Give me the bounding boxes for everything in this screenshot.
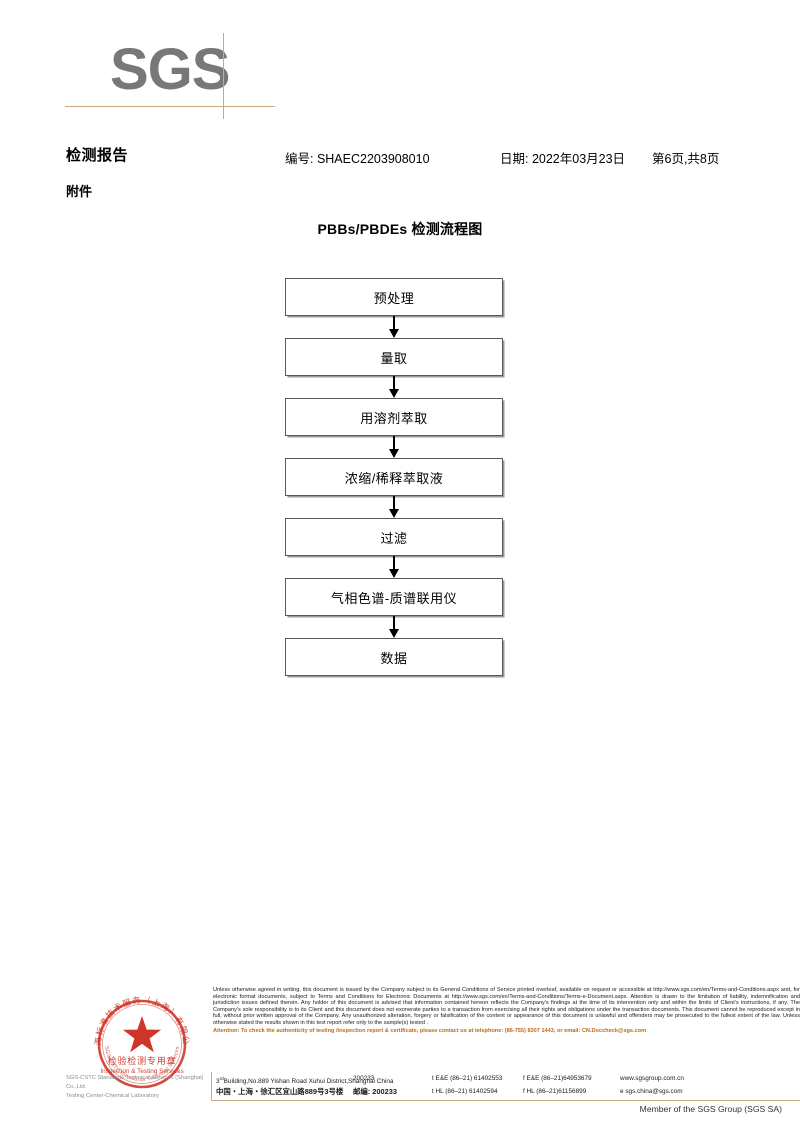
flow-step-label: 量取	[380, 350, 408, 366]
address-cn: 中国・上海・徐汇区宜山路889号3号楼	[216, 1086, 344, 1096]
telephone-cn-2: f HL (86–21)61156899	[523, 1087, 587, 1095]
flow-step-4: 浓缩/稀释萃取液	[285, 458, 503, 496]
legal-paragraph: Unless otherwise agreed in writing, this…	[213, 987, 800, 1026]
address-ordinal-suffix: rd	[219, 1076, 224, 1081]
arrow-head-icon	[389, 629, 399, 638]
flow-step-3: 用溶剂萃取	[285, 398, 503, 436]
logo-vertical-rule	[223, 33, 224, 119]
flow-arrow-5	[285, 556, 503, 578]
flow-step-label: 浓缩/稀释萃取液	[344, 470, 444, 486]
flow-step-1: 预处理	[285, 278, 503, 316]
flow-step-label: 过滤	[380, 530, 408, 546]
telephone-en-2: f E&E (86–21)64953679	[523, 1075, 592, 1082]
flow-step-7: 数据	[285, 638, 503, 676]
page-number: 第6页,共8页	[652, 152, 720, 166]
address-row-cn: 中国・上海・徐汇区宜山路889号3号楼 邮编: 200233 t HL (86–…	[216, 1086, 800, 1099]
footer-horizontal-rule	[211, 1100, 800, 1102]
sgs-group-member-note: Member of the SGS Group (SGS SA)	[639, 1104, 782, 1114]
official-seal-stamp: 上海标准技术服务（上海）有限公司 SGS-CSTC Standards Tech…	[88, 990, 196, 1098]
address-en-text: Building,No.889 Yishan Road Xuhui Distri…	[223, 1078, 394, 1086]
address-en: 3rdBuilding,No.889 Yishan Road Xuhui Dis…	[216, 1076, 394, 1086]
postcode-en: 200233	[353, 1075, 375, 1082]
laboratory-name-line1: SGS-CSTC Standards Technical Services (S…	[66, 1075, 204, 1090]
footer-vertical-rule	[211, 1072, 212, 1100]
arrow-head-icon	[389, 389, 399, 398]
flow-arrow-3	[285, 436, 503, 458]
arrow-shaft	[393, 376, 395, 391]
flow-arrow-4	[285, 496, 503, 518]
laboratory-name-line2: Testing Center-Chemical Laboratory	[66, 1093, 159, 1099]
flow-step-label: 数据	[380, 650, 408, 666]
flow-step-6: 气相色谱-质谱联用仪	[285, 578, 503, 616]
logo-horizontal-rule	[65, 106, 275, 107]
flowchart-title: PBBs/PBDEs 检测流程图	[317, 221, 483, 237]
svg-text:Inspection & Testing Services: Inspection & Testing Services	[100, 1068, 183, 1075]
attention-notice: Attention: To check the authenticity of …	[213, 1027, 647, 1034]
sgs-logo-text: SGS	[110, 37, 230, 102]
email-link[interactable]: e sgs.china@sgs.com	[620, 1087, 683, 1095]
arrow-head-icon	[389, 449, 399, 458]
telephone-cn-1: t HL (86–21) 61402594	[432, 1087, 498, 1095]
seal-icon: 上海标准技术服务（上海）有限公司 SGS-CSTC Standards Tech…	[88, 990, 189, 1089]
flow-step-2: 量取	[285, 338, 503, 376]
flow-arrow-6	[285, 616, 503, 638]
postcode-cn: 邮编: 200233	[353, 1086, 397, 1096]
arrow-shaft	[393, 316, 395, 331]
page-title: 检测报告	[66, 147, 129, 164]
flow-step-label: 预处理	[373, 290, 415, 306]
report-number: 编号: SHAEC2203908010	[285, 152, 430, 166]
flow-arrow-1	[285, 316, 503, 338]
report-date: 日期: 2022年03月23日	[500, 152, 626, 166]
flow-step-label: 用溶剂萃取	[360, 410, 428, 426]
telephone-en-1: t E&E (86–21) 61402553	[432, 1075, 503, 1082]
arrow-head-icon	[389, 569, 399, 578]
flow-arrow-2	[285, 376, 503, 398]
website-link[interactable]: www.sgsgroup.com.cn	[620, 1075, 684, 1082]
flow-step-label: 气相色谱-质谱联用仪	[330, 590, 458, 606]
arrow-shaft	[393, 496, 395, 511]
arrow-shaft	[393, 436, 395, 451]
arrow-shaft	[393, 616, 395, 631]
flowchart: 预处理 量取 用溶剂萃取 浓缩/稀释萃取液 过滤	[285, 278, 503, 676]
arrow-head-icon	[389, 509, 399, 518]
document-footer: Unless otherwise agreed in writing, this…	[0, 980, 800, 1131]
arrow-shaft	[393, 556, 395, 571]
svg-text:检验检测专用章: 检验检测专用章	[108, 1055, 177, 1066]
arrow-head-icon	[389, 329, 399, 338]
legal-disclaimer: Unless otherwise agreed in writing, this…	[213, 987, 800, 1034]
attachment-label: 附件	[66, 184, 93, 199]
footer-address-block: 3rdBuilding,No.889 Yishan Road Xuhui Dis…	[216, 1073, 800, 1098]
address-row-en: 3rdBuilding,No.889 Yishan Road Xuhui Dis…	[216, 1073, 800, 1086]
sgs-logo: SGS	[65, 33, 340, 119]
flow-step-5: 过滤	[285, 518, 503, 556]
laboratory-name: SGS-CSTC Standards Technical Services (S…	[66, 1074, 216, 1101]
